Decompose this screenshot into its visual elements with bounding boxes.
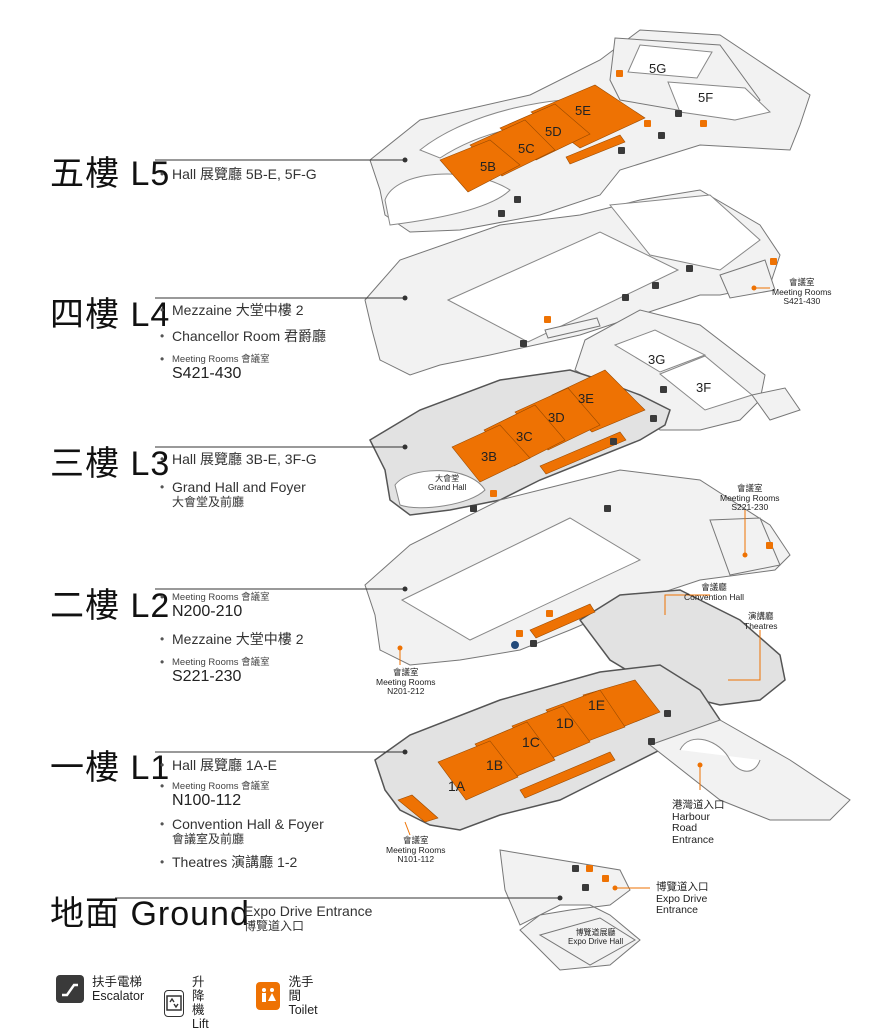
hall-5g-label: 5G bbox=[649, 61, 667, 76]
hall-1c-label: 1C bbox=[522, 734, 540, 750]
legend-escalator-en: Escalator bbox=[92, 989, 145, 1003]
hall-1d-label: 1D bbox=[556, 715, 574, 731]
l4-items: Mezzaine 大堂中樓 2 Chancellor Room 君爵廳 Meet… bbox=[160, 302, 326, 383]
legend-toilet-cn: 洗手間 bbox=[288, 975, 314, 1003]
l4-item-meeting-value: S421-430 bbox=[172, 365, 242, 382]
l2-item-meeting2-label: Meeting Rooms 會議室 bbox=[160, 657, 303, 668]
l1-item-theatres: Theatres 演講廳 1-2 bbox=[160, 854, 324, 870]
hall-1b-label: 1B bbox=[486, 757, 504, 773]
l2-item-meeting2-value: S221-230 bbox=[172, 668, 242, 685]
l2-items: Meeting Rooms 會議室 N200-210 Mezzaine 大堂中樓… bbox=[160, 592, 303, 686]
hall-3d-label: 3D bbox=[548, 410, 565, 425]
l1-item-meeting-label: Meeting Rooms 會議室 bbox=[160, 781, 324, 792]
l4-title: 四樓 L4 bbox=[50, 296, 171, 334]
l1-item-convention-cn: 會議室及前廳 bbox=[172, 832, 245, 846]
hall-3b-label: 3B bbox=[481, 449, 497, 464]
l4-item-meeting-label: Meeting Rooms 會議室 bbox=[160, 354, 326, 365]
map-facility-icons bbox=[470, 70, 777, 891]
legend-lift-en: Lift bbox=[192, 1017, 209, 1031]
l1-items: Hall 展覽廳 1A-E Meeting Rooms 會議室 N100-112… bbox=[160, 757, 324, 870]
hall-5e-label: 5E bbox=[575, 103, 591, 118]
l3-floor bbox=[369, 309, 801, 516]
l1-item-convention: Convention Hall & Foyer bbox=[160, 816, 324, 832]
l1-title: 一樓 L1 bbox=[50, 749, 171, 787]
l2-item-mezzaine: Mezzaine 大堂中樓 2 bbox=[160, 631, 303, 647]
l3-items: Hall 展覽廳 3B-E, 3F-G Grand Hall and Foyer… bbox=[160, 451, 317, 509]
hall-1a-label: 1A bbox=[448, 778, 466, 794]
legend-lift-cn: 升降機 bbox=[192, 975, 205, 1017]
leader-lines bbox=[115, 157, 770, 901]
l5-title: 五樓 L5 bbox=[50, 155, 171, 193]
l1-item-hall: Hall 展覽廳 1A-E bbox=[160, 757, 324, 773]
l5-floor bbox=[369, 29, 811, 233]
legend-escalator-cn: 扶手電梯 bbox=[92, 975, 143, 989]
legend-toilet-en: Toilet bbox=[288, 1003, 318, 1017]
l5-item-hall: Hall 展覽廳 5B-E, 5F-G bbox=[160, 166, 317, 182]
l5-items: Hall 展覽廳 5B-E, 5F-G bbox=[160, 166, 317, 182]
l4-floor bbox=[364, 189, 781, 376]
ground-item-expo: Expo Drive Entrance bbox=[232, 903, 372, 919]
l3-item-hall: Hall 展覽廳 3B-E, 3F-G bbox=[160, 451, 317, 467]
l2-item-meeting1-value: N200-210 bbox=[172, 603, 243, 620]
hall-1e-label: 1E bbox=[588, 697, 606, 713]
l4-item-mezzaine: Mezzaine 大堂中樓 2 bbox=[160, 302, 326, 318]
hall-3g-label: 3G bbox=[648, 352, 666, 367]
toilet-icon bbox=[256, 982, 281, 1010]
l2-title: 二樓 L2 bbox=[50, 587, 171, 625]
ground-floor bbox=[499, 849, 641, 971]
l2-item-meeting1-label: Meeting Rooms 會議室 bbox=[160, 592, 303, 603]
lift-icon bbox=[164, 989, 184, 1017]
hall-3f-label: 3F bbox=[696, 380, 712, 395]
l3-item-grand-hall: Grand Hall and Foyer bbox=[160, 479, 317, 495]
hall-5d-label: 5D bbox=[545, 124, 562, 139]
hall-5b-label: 5B bbox=[480, 159, 496, 174]
ground-item-expo-cn: 博覽道入口 bbox=[244, 919, 305, 933]
hall-3c-label: 3C bbox=[516, 429, 533, 444]
hall-5c-label: 5C bbox=[518, 141, 535, 156]
ground-title: 地面 Ground bbox=[50, 895, 250, 933]
escalator-icon bbox=[56, 975, 84, 1003]
l1-item-meeting-value: N100-112 bbox=[172, 792, 242, 809]
l1-floor bbox=[374, 664, 851, 831]
ground-items: Expo Drive Entrance 博覽道入口 bbox=[232, 903, 372, 933]
l2-floor bbox=[364, 469, 791, 706]
hall-3e-label: 3E bbox=[578, 391, 594, 406]
l3-item-foyer-cn: 大會堂及前廳 bbox=[172, 495, 245, 509]
hall-5f-label: 5F bbox=[698, 90, 714, 105]
l3-title: 三樓 L3 bbox=[50, 445, 171, 483]
l4-item-chancellor: Chancellor Room 君爵廳 bbox=[160, 328, 326, 344]
